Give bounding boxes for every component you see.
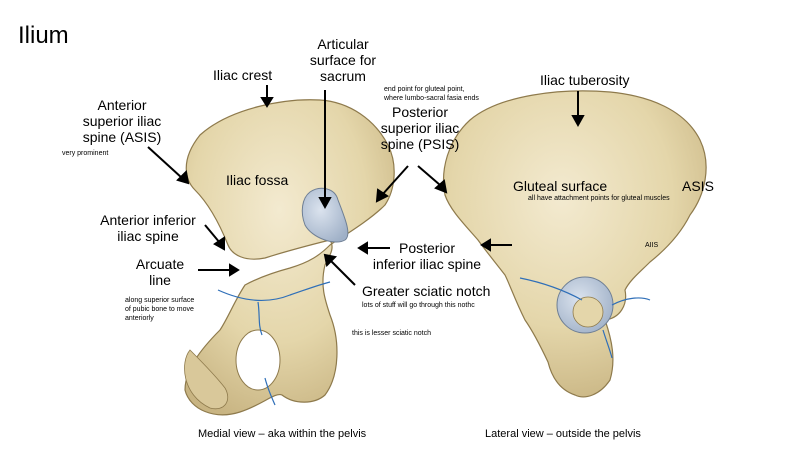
page-title: Ilium — [18, 22, 69, 49]
caption-lateral-view: Lateral view – outside the pelvis — [485, 428, 641, 440]
label-iliac-tuberosity: Iliac tuberosity — [540, 72, 630, 88]
label-iliac-fossa: Iliac fossa — [226, 172, 289, 188]
caption-medial-view: Medial view – aka within the pelvis — [198, 428, 367, 440]
pointer-arrows — [147, 85, 585, 286]
label-arcuate-line: Arcuate line — [135, 256, 185, 289]
label-aiis: Anterior inferior iliac spine — [100, 212, 196, 245]
label-articular-surface: Articular surface for sacrum — [309, 36, 377, 85]
label-gluteal-surface: Gluteal surface — [513, 178, 608, 194]
label-iliac-crest: Iliac crest — [213, 67, 273, 83]
label-aiis-lateral: AIIS — [645, 242, 659, 249]
lateral-view-ilium — [442, 90, 707, 398]
label-psis: Posterior superior iliac spine (PSIS) — [380, 104, 460, 153]
note-very-prominent: very prominent — [62, 150, 109, 157]
note-arcuate-line: along superior surface of pubic bone to … — [125, 297, 195, 322]
medial-view-ilium — [184, 99, 395, 416]
label-pis: Posterior inferior iliac spine — [372, 240, 482, 273]
label-asis-lateral: ASIS — [682, 178, 714, 194]
note-lesser-sciatic-notch: this is lesser sciatic notch — [352, 330, 431, 337]
label-greater-sciatic-notch: Greater sciatic notch — [362, 283, 491, 299]
note-psis: end point for gluteal point, where lumbo… — [384, 86, 479, 102]
note-greater-sciatic-notch: lots of stuff will go through this nothc — [362, 302, 475, 309]
note-gluteal-surface: all have attachment points for gluteal m… — [528, 195, 670, 202]
label-asis: Anterior superior iliac spine (ASIS) — [82, 97, 162, 146]
